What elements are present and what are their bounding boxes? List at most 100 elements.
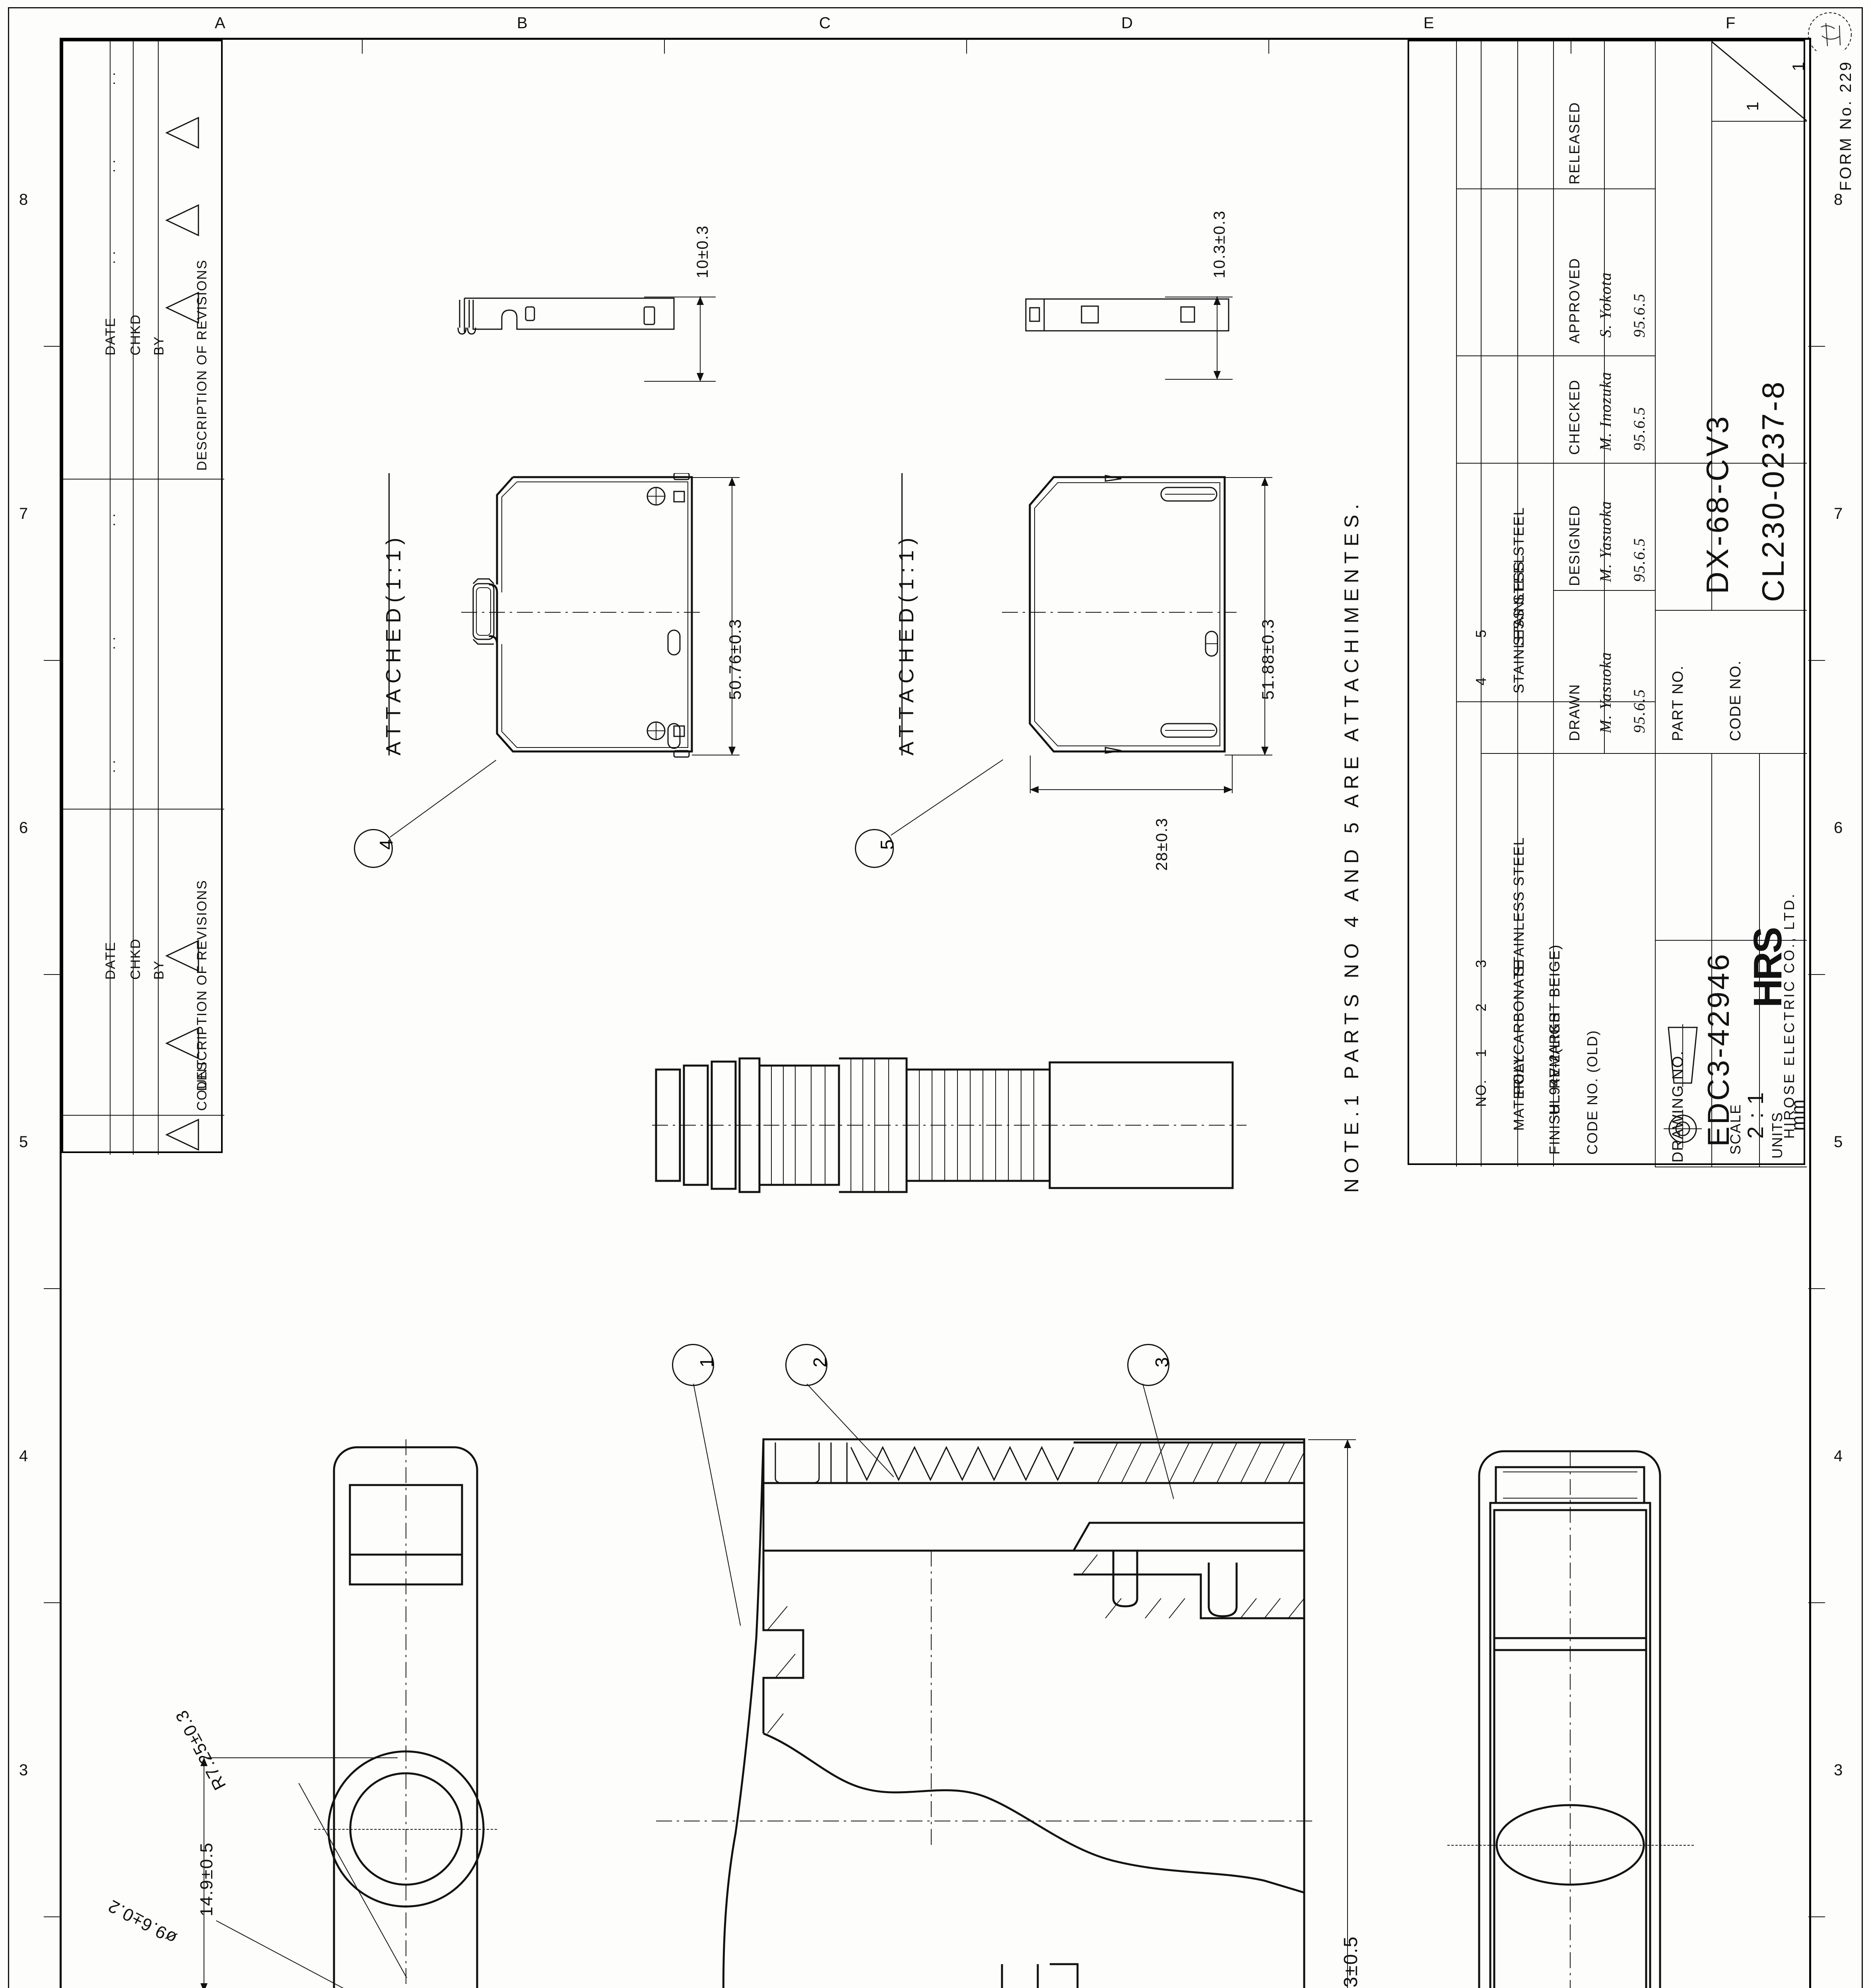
designed-date: 95.6.5 (1630, 538, 1648, 582)
right-side-view (1478, 1450, 1661, 1988)
balloon-part-1-label: 1 (696, 1357, 717, 1367)
part5-edge-view (1025, 298, 1229, 332)
approval-stamp-icon (1808, 12, 1852, 51)
revision-row-date-3: . . (103, 513, 118, 526)
end-view (327, 1439, 485, 1988)
parts-row-4-no: 4 (1473, 676, 1489, 685)
hrs-logo: HRS (1746, 928, 1790, 1008)
dim-end-offset: 14.9±0.5 (197, 1842, 216, 1916)
zone-label-left-5: 5 (19, 1133, 29, 1151)
sheet-count-diagonal-icon (1711, 41, 1807, 121)
dim-attached-right-top: 10.3±0.3 (1211, 210, 1228, 278)
zone-label-right-8: 8 (1834, 191, 1843, 208)
code-no-old-label: CODE NO. (OLD) (1584, 1029, 1600, 1155)
released-label: RELEASED (1566, 101, 1583, 184)
parts-row-2-material: POLYCARBONATE (1511, 959, 1527, 1095)
zone-label-top-b: B (517, 14, 528, 32)
dim-attached-right-side: 51.88±0.3 (1258, 618, 1277, 700)
revision-row-date-2: . . (103, 636, 118, 650)
approved-label: APPROVED (1566, 257, 1583, 344)
part5-face-view (1002, 475, 1237, 754)
balloon-part-2: 2 (785, 1344, 830, 1386)
zone-label-top-d: D (1121, 14, 1133, 32)
checked-label: CHECKED (1566, 379, 1583, 455)
code-no-label: CODE NO. (1727, 660, 1744, 741)
sheet-total: 1 (1789, 61, 1808, 71)
cable-clamp-side-view (652, 1057, 1247, 1193)
note-1: NOTE.1 PARTS NO 4 AND 5 ARE ATTACHIMENTE… (1340, 499, 1363, 1193)
part4-edge-view (457, 297, 675, 335)
zone-label-top-c: C (819, 14, 831, 32)
revision-row-date-5: . . (103, 159, 118, 173)
designed-label: DESIGNED (1566, 505, 1583, 586)
approved-date: 95.6.5 (1630, 293, 1648, 338)
parts-row-2-no: 2 (1473, 1002, 1489, 1011)
drawn-label: DRAWN (1566, 683, 1583, 741)
dim-attached-left-top: 10±0.3 (694, 225, 711, 278)
view-title-attached-left: ATTACHED(1:1) (382, 532, 405, 755)
checked-date: 95.6.5 (1630, 406, 1648, 451)
balloon-part-3: 3 (1127, 1344, 1172, 1386)
code-no-value: CL230-0237-8 (1755, 380, 1790, 602)
parts-row-5-no: 5 (1473, 629, 1489, 638)
revision-table: COUNT DESCRIPTION OF REVISIONS BY CHKD D… (62, 40, 224, 1155)
revision-header-date-2: DATE (103, 317, 118, 355)
zone-label-right-4: 4 (1834, 1447, 1843, 1465)
parts-row-1-no: 1 (1473, 1048, 1489, 1057)
revision-row-date-6: . . (103, 71, 118, 85)
zone-label-top-f: F (1726, 14, 1736, 32)
revision-triangle-icon-3 (165, 940, 199, 972)
zone-label-left-8: 8 (19, 191, 29, 208)
zone-label-right-7: 7 (1834, 505, 1843, 522)
balloon-part-1: 1 (672, 1344, 717, 1386)
view-title-attached-right: ATTACHED(1:1) (895, 532, 918, 755)
balloon-part-2-label: 2 (810, 1357, 831, 1367)
designed-name: M. Yasuoka (1596, 500, 1614, 582)
zone-label-left-7: 7 (19, 505, 29, 522)
dim-attached-left-side: 50.76±0.3 (726, 618, 744, 700)
title-block: 1 1 NO. MATERIAL FINISH . REMARKS 1 POLY… (1408, 40, 1808, 1167)
balloon-part-4-label: 4 (376, 839, 397, 850)
zone-label-left-4: 4 (19, 1447, 29, 1465)
zone-label-left-6: 6 (19, 819, 29, 837)
sheet-outer-border (8, 7, 1863, 1988)
balloon-part-5: 5 (855, 829, 897, 868)
zone-label-right-3: 3 (1834, 1761, 1843, 1779)
balloon-part-3-label: 3 (1152, 1357, 1173, 1367)
part4-face-view (461, 473, 704, 758)
units-label: UNITS (1769, 1112, 1785, 1159)
zone-label-left-3: 3 (19, 1761, 29, 1779)
revision-header-by-2: BY (151, 336, 167, 355)
scale-value: 2 : 1 (1743, 1091, 1768, 1139)
parts-header-no: NO. (1473, 1079, 1489, 1107)
revision-row-date-4: . . (103, 250, 118, 264)
drawn-name: M. Yasuoka (1596, 651, 1614, 733)
revision-triangle-icon-5 (165, 204, 199, 237)
first-angle-projection-icon (1664, 1024, 1702, 1148)
connector-section-view (656, 1438, 1316, 1988)
balloon-part-4: 4 (354, 829, 396, 868)
sheet-inner-frame (60, 38, 1811, 1988)
scale-label: SCALE (1727, 1103, 1744, 1155)
revision-triangle-icon-6 (165, 116, 199, 149)
parts-row-5-material: STAINLESS STEEL (1511, 507, 1527, 646)
revision-triangle-icon-2 (165, 1027, 199, 1060)
revision-header-chkd: CHKD (128, 938, 143, 980)
approved-name: S. Yokota (1596, 272, 1614, 338)
dim-attached-right-bottom: 28±0.3 (1153, 817, 1171, 871)
part-no-value: DX-68-CV3 (1700, 414, 1735, 594)
units-value: mm (1787, 1099, 1808, 1131)
zone-label-right-6: 6 (1834, 819, 1843, 837)
parts-row-2-finish: UL94V-2(LIGHT BEIGE) (1546, 944, 1563, 1115)
zone-label-right-5: 5 (1834, 1133, 1843, 1151)
revision-header-date: DATE (103, 941, 118, 980)
form-number: FORM No. 229 (1837, 60, 1854, 191)
sheet-number: 1 (1743, 101, 1762, 111)
dim-main-height: 64.43±0.5 (1340, 1936, 1361, 1988)
parts-row-3-no: 3 (1473, 959, 1489, 968)
checked-name: M. Inozuka (1596, 371, 1614, 451)
balloon-part-5-label: 5 (877, 839, 898, 850)
revision-row-date-1: . . (103, 759, 118, 773)
revision-triangle-icon-4 (165, 291, 199, 324)
